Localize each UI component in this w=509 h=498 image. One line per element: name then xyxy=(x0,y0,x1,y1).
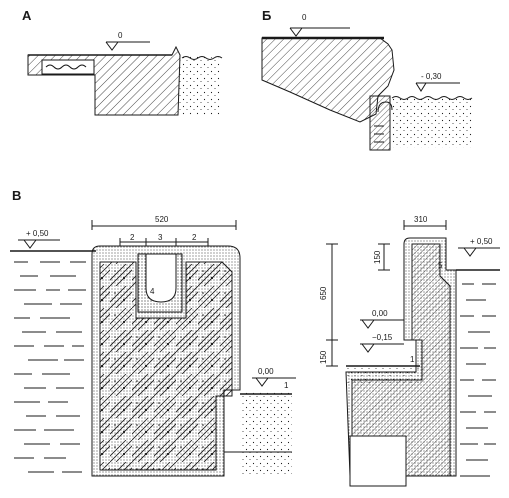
panel-b-water-body xyxy=(392,96,472,148)
panel-a-level-text: 0 xyxy=(118,31,123,40)
right-level-zero-triangle xyxy=(361,319,375,329)
panel-a-sand xyxy=(178,55,220,115)
gutter-pipe xyxy=(145,253,177,303)
panel-b: Б 0 - 0,30 xyxy=(261,8,473,151)
panel-b-level-triangle xyxy=(289,27,303,37)
panel-a-ground xyxy=(27,45,181,116)
right-level-top-text: + 0,50 xyxy=(470,237,493,246)
panel-a-water xyxy=(181,56,223,60)
panel-b-water-level-triangle xyxy=(415,82,427,92)
dim-sub-ticks xyxy=(119,238,209,246)
panel-v: В 4 xyxy=(10,188,296,482)
panel-a-duct xyxy=(41,59,95,75)
panel-a: А 0 xyxy=(22,8,223,116)
left-level-top-triangle xyxy=(23,239,37,249)
right-level-minus-triangle xyxy=(361,343,375,353)
left-mark-1: 1 xyxy=(284,381,289,390)
right-level-minus-text: −0,15 xyxy=(372,333,393,342)
left-level-right-triangle xyxy=(255,377,269,387)
dim-150-upper-text: 150 xyxy=(373,250,382,264)
dim-sub-2b: 2 xyxy=(192,233,197,242)
dim-150-lower-text: 150 xyxy=(319,350,328,364)
right-mark-1: 1 xyxy=(410,355,415,364)
left-level-right-text: 0,00 xyxy=(258,367,274,376)
panel-b-wall xyxy=(369,95,391,151)
left-level-top-text: + 0,50 xyxy=(26,229,49,238)
left-concrete-wall xyxy=(99,261,233,471)
panel-v-label: В xyxy=(12,188,21,203)
panel-a-label: А xyxy=(22,8,32,23)
dim-sub-2a: 2 xyxy=(130,233,135,242)
panel-b-water-line xyxy=(391,96,473,100)
dim-150-upper-ticks xyxy=(378,243,390,271)
panel-v-right: 310 + 0,50 5 650 150 150 0,00 −0,15 1 xyxy=(319,215,500,487)
left-low-ground xyxy=(240,392,292,476)
dim-sub-3: 3 xyxy=(158,233,163,242)
mark-4: 4 xyxy=(150,287,155,296)
panel-b-label: Б xyxy=(262,8,271,23)
right-void xyxy=(349,435,407,487)
panel-a-duct-wave xyxy=(45,64,87,70)
panel-b-nosing xyxy=(377,101,393,113)
dim-520-text: 520 xyxy=(155,215,169,224)
panel-b-level-text: 0 xyxy=(302,13,307,22)
dim-650-text: 650 xyxy=(319,286,328,300)
dim-310-text: 310 xyxy=(414,215,428,224)
panel-b-water-level-text: - 0,30 xyxy=(421,72,442,81)
right-level-zero-text: 0,00 xyxy=(372,309,388,318)
left-ground xyxy=(10,252,92,482)
panel-b-ladder xyxy=(374,125,384,143)
right-mark-5: 5 xyxy=(438,261,443,270)
dim-520-ticks xyxy=(91,220,237,230)
right-ground-strata xyxy=(460,283,496,477)
panel-a-level-triangle xyxy=(105,41,119,51)
dim-310-ticks xyxy=(403,220,447,230)
dim-650-ticks xyxy=(326,243,338,367)
left-ground-strata xyxy=(14,261,86,473)
right-level-top-triangle xyxy=(463,247,477,257)
right-step-fill xyxy=(346,366,420,386)
